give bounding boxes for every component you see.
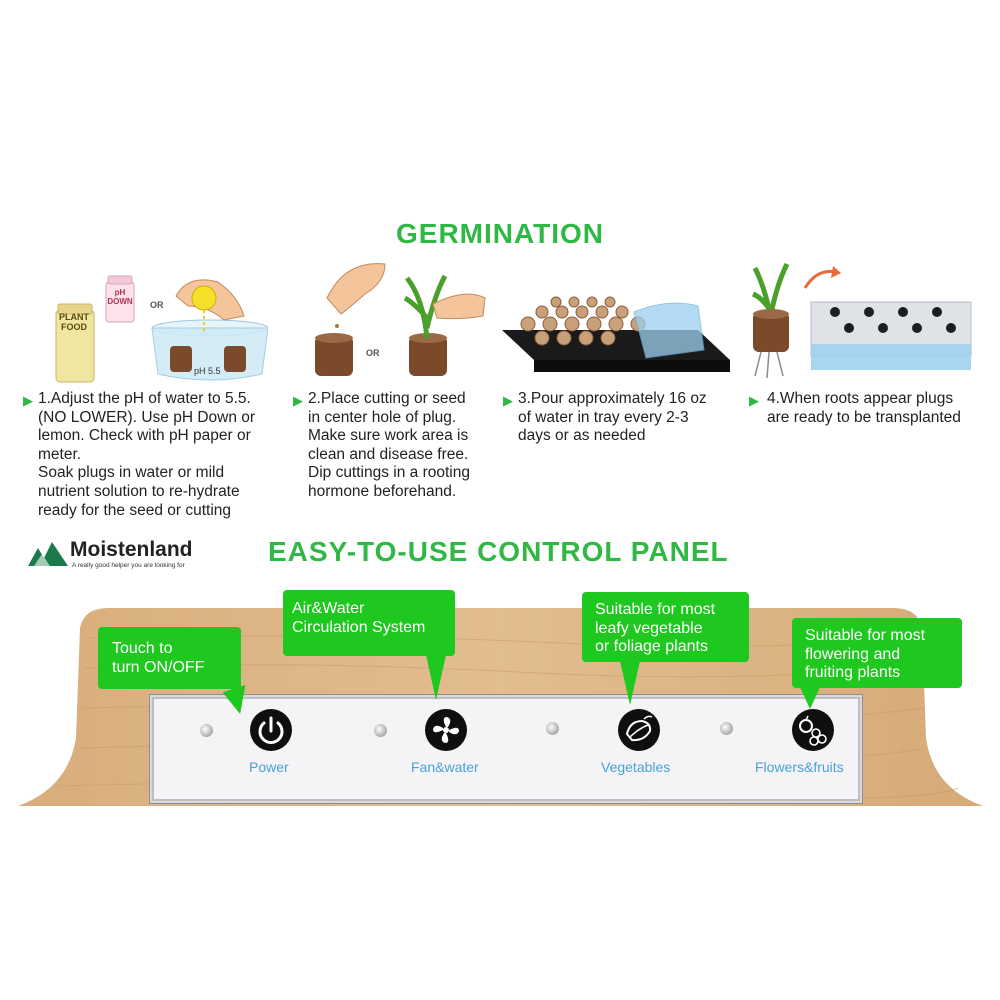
fan-icon xyxy=(433,717,459,743)
vegetables-label: Vegetables xyxy=(601,759,671,775)
flowers-led xyxy=(720,722,733,735)
mountain-logo-icon xyxy=(28,542,68,566)
vegetables-callout-tail xyxy=(620,661,640,705)
ph-55-label: pH 5.5 xyxy=(194,366,221,376)
flowers-fruits-label: Flowers&fruits xyxy=(755,759,844,775)
step2-illustration xyxy=(315,263,486,376)
step1-arrow-icon: ▶ xyxy=(23,393,33,408)
step3-illustration xyxy=(502,296,730,372)
fan-water-label: Fan&water xyxy=(411,759,479,775)
flowers-callout: Suitable for most flowering and fruiting… xyxy=(792,618,962,688)
step2-arrow-icon: ▶ xyxy=(293,393,303,408)
vegetables-button[interactable] xyxy=(618,709,660,751)
step1-text: 1.Adjust the pH of water to 5.5. (NO LOW… xyxy=(38,390,256,519)
step4-text: 4.When roots appear plugs are ready to b… xyxy=(767,390,961,426)
power-led xyxy=(200,724,213,737)
flowers-fruits-icon xyxy=(799,715,827,746)
control-panel-title: EASY-TO-USE CONTROL PANEL xyxy=(268,536,729,567)
brand-logo: Moistenland A really good helper you are… xyxy=(28,538,228,578)
power-callout: Touch to turn ON/OFF xyxy=(98,627,241,689)
brand-name: Moistenland xyxy=(70,538,193,561)
step2-text: 2.Place cutting or seed in center hole o… xyxy=(308,390,470,500)
power-icon xyxy=(258,716,284,744)
vegetables-callout: Suitable for most leafy vegetable or fol… xyxy=(582,592,749,662)
flowers-fruits-button[interactable] xyxy=(792,709,834,751)
fan-callout-tail xyxy=(426,655,446,700)
vegetables-icon xyxy=(625,715,653,742)
fan-water-button[interactable] xyxy=(425,709,467,751)
flowers-callout-tail xyxy=(800,687,820,709)
plant-food-label: PLANT FOOD xyxy=(59,312,89,332)
fan-callout: Air&Water Circulation System xyxy=(283,590,455,656)
vegetables-led xyxy=(546,722,559,735)
ph-down-label: pH DOWN xyxy=(107,288,133,306)
step4-arrow-icon: ▶ xyxy=(749,393,759,408)
fan-led xyxy=(374,724,387,737)
power-button[interactable] xyxy=(250,709,292,751)
germination-title: GERMINATION xyxy=(395,218,605,249)
or-label-2: OR xyxy=(366,348,380,358)
step1-illustration xyxy=(55,275,268,383)
step4-illustration xyxy=(751,262,972,379)
power-label: Power xyxy=(249,759,289,775)
or-label-1: OR xyxy=(150,300,164,310)
step3-arrow-icon: ▶ xyxy=(503,393,513,408)
brand-tagline: A really good helper you are looking for xyxy=(72,562,185,569)
step3-text: 3.Pour approximately 16 oz of water in t… xyxy=(518,390,707,445)
